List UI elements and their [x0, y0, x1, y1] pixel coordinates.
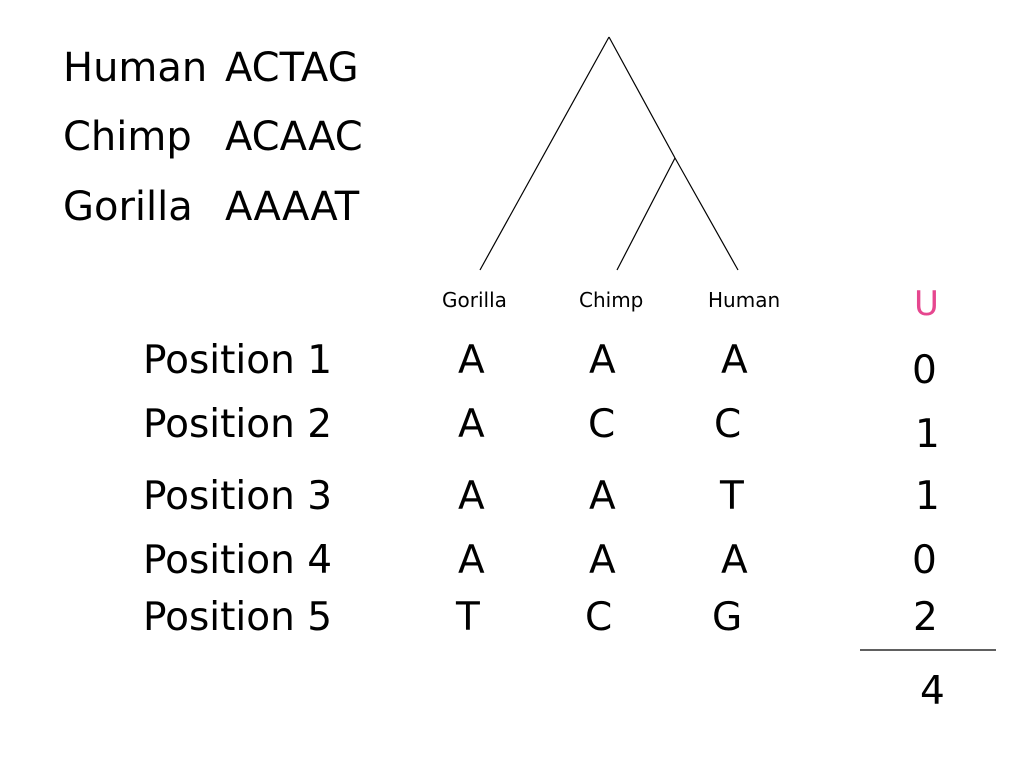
leaf-label-human: Human [708, 288, 781, 312]
score-3: 1 [915, 474, 940, 519]
tree-branch-internal-human [674, 157, 739, 271]
sequence-name-human: Human [63, 45, 208, 91]
base-gorilla-3: A [458, 474, 485, 519]
total-score: 4 [920, 669, 945, 714]
position-label-5: Position 5 [143, 595, 333, 640]
base-gorilla-1: A [458, 338, 485, 383]
base-gorilla-5: T [456, 595, 480, 640]
score-header: U [914, 284, 939, 324]
base-gorilla-2: A [458, 402, 485, 447]
score-5: 2 [913, 595, 938, 640]
base-human-4: A [721, 538, 748, 583]
position-label-3: Position 3 [143, 474, 333, 519]
leaf-label-chimp: Chimp [579, 288, 644, 312]
base-human-1: A [721, 338, 748, 383]
base-gorilla-4: A [458, 538, 485, 583]
base-chimp-3: A [589, 474, 616, 519]
score-4: 0 [912, 538, 937, 583]
base-human-2: C [714, 402, 742, 447]
base-chimp-5: C [585, 595, 613, 640]
score-1: 0 [912, 348, 937, 393]
tree-branch-root-internal [608, 36, 676, 159]
sequence-value-human: ACTAG [225, 45, 359, 91]
position-label-1: Position 1 [143, 338, 333, 383]
tree-branch-root-gorilla [479, 36, 610, 271]
position-label-4: Position 4 [143, 538, 333, 583]
base-chimp-2: C [588, 402, 616, 447]
sequence-value-chimp: ACAAC [225, 114, 363, 160]
score-2: 1 [915, 412, 940, 457]
sequence-value-gorilla: AAAAT [225, 184, 360, 230]
base-chimp-1: A [589, 338, 616, 383]
sequence-name-gorilla: Gorilla [63, 184, 193, 230]
base-human-3: T [720, 474, 744, 519]
tree-branch-internal-chimp [616, 157, 676, 271]
base-chimp-4: A [589, 538, 616, 583]
position-label-2: Position 2 [143, 402, 333, 447]
base-human-5: G [712, 595, 743, 640]
sequence-name-chimp: Chimp [63, 114, 192, 160]
leaf-label-gorilla: Gorilla [442, 288, 507, 312]
